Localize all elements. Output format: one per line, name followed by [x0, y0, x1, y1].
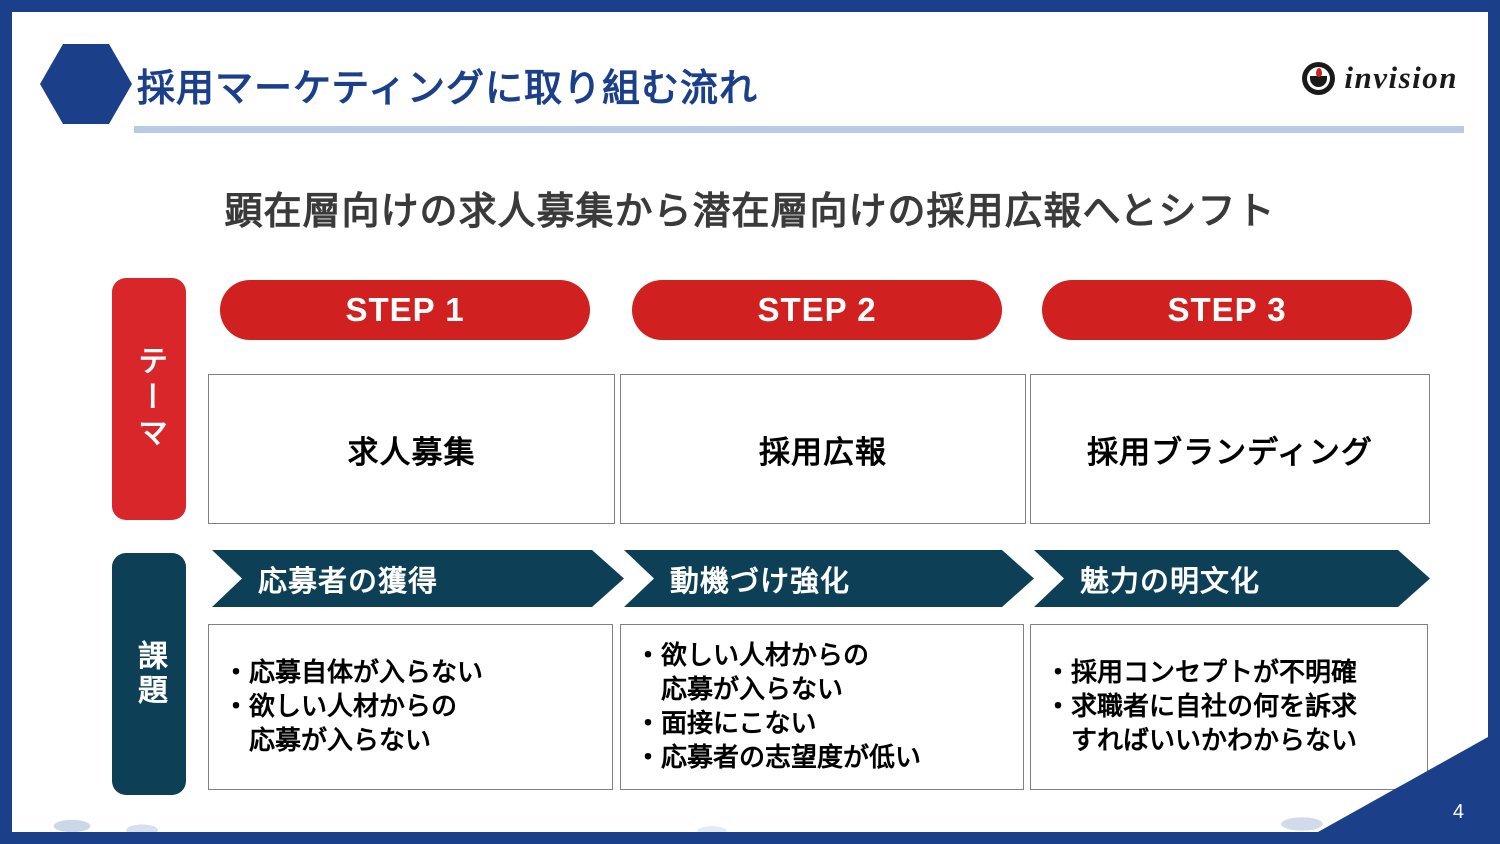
bottom-texture: [12, 796, 1488, 832]
issue-box-1: ・応募自体が入らない ・欲しい人材からの 応募が入らない: [208, 624, 613, 790]
theme-box-1: 求人募集: [208, 374, 615, 524]
chevron-banner-1: 応募者の獲得: [212, 550, 624, 607]
page-title: 採用マーケティングに取り組む流れ: [137, 68, 758, 110]
brand-logo: invision: [1302, 60, 1458, 96]
hexagon-bullet-icon: [40, 44, 132, 124]
issue-list-2: ・欲しい人材からの 応募が入らない ・面接にこない ・応募者の志望度が低い: [635, 640, 922, 772]
chevron-banner-3: 魅力の明文化: [1034, 550, 1430, 607]
step-pill-2: STEP 2: [632, 280, 1002, 340]
page-number: 4: [1452, 801, 1464, 823]
theme-box-2: 採用広報: [620, 374, 1026, 524]
chevron-banner-2: 動機づけ強化: [624, 550, 1034, 607]
theme-box-3: 採用ブランディング: [1030, 374, 1430, 524]
logo-wordmark: invision: [1344, 60, 1458, 95]
title-divider: [134, 126, 1464, 133]
row-label-theme: テーマ: [112, 278, 186, 520]
issue-box-2: ・欲しい人材からの 応募が入らない ・面接にこない ・応募者の志望度が低い: [620, 624, 1024, 790]
corner-triangle-decoration: [1318, 737, 1488, 832]
issue-list-3: ・採用コンセプトが不明確 ・求職者に自社の何を訴求 すればいいかわからない: [1045, 657, 1358, 755]
logo-red-accent-icon: [1316, 67, 1323, 77]
row-label-issue: 課題: [112, 553, 186, 795]
slide-subtitle: 顕在層向けの求人募集から潜在層向けの採用広報へとシフト: [224, 191, 1276, 233]
issue-list-1: ・応募自体が入らない ・欲しい人材からの 応募が入らない: [223, 657, 484, 755]
step-pill-1: STEP 1: [220, 280, 590, 340]
issue-box-3: ・採用コンセプトが不明確 ・求職者に自社の何を訴求 すればいいかわからない: [1030, 624, 1428, 790]
slide-canvas: 採用マーケティングに取り組む流れ invision 顕在層向けの求人募集から潜在…: [12, 12, 1488, 832]
step-pill-3: STEP 3: [1042, 280, 1412, 340]
invision-mark-icon: [1302, 61, 1336, 95]
